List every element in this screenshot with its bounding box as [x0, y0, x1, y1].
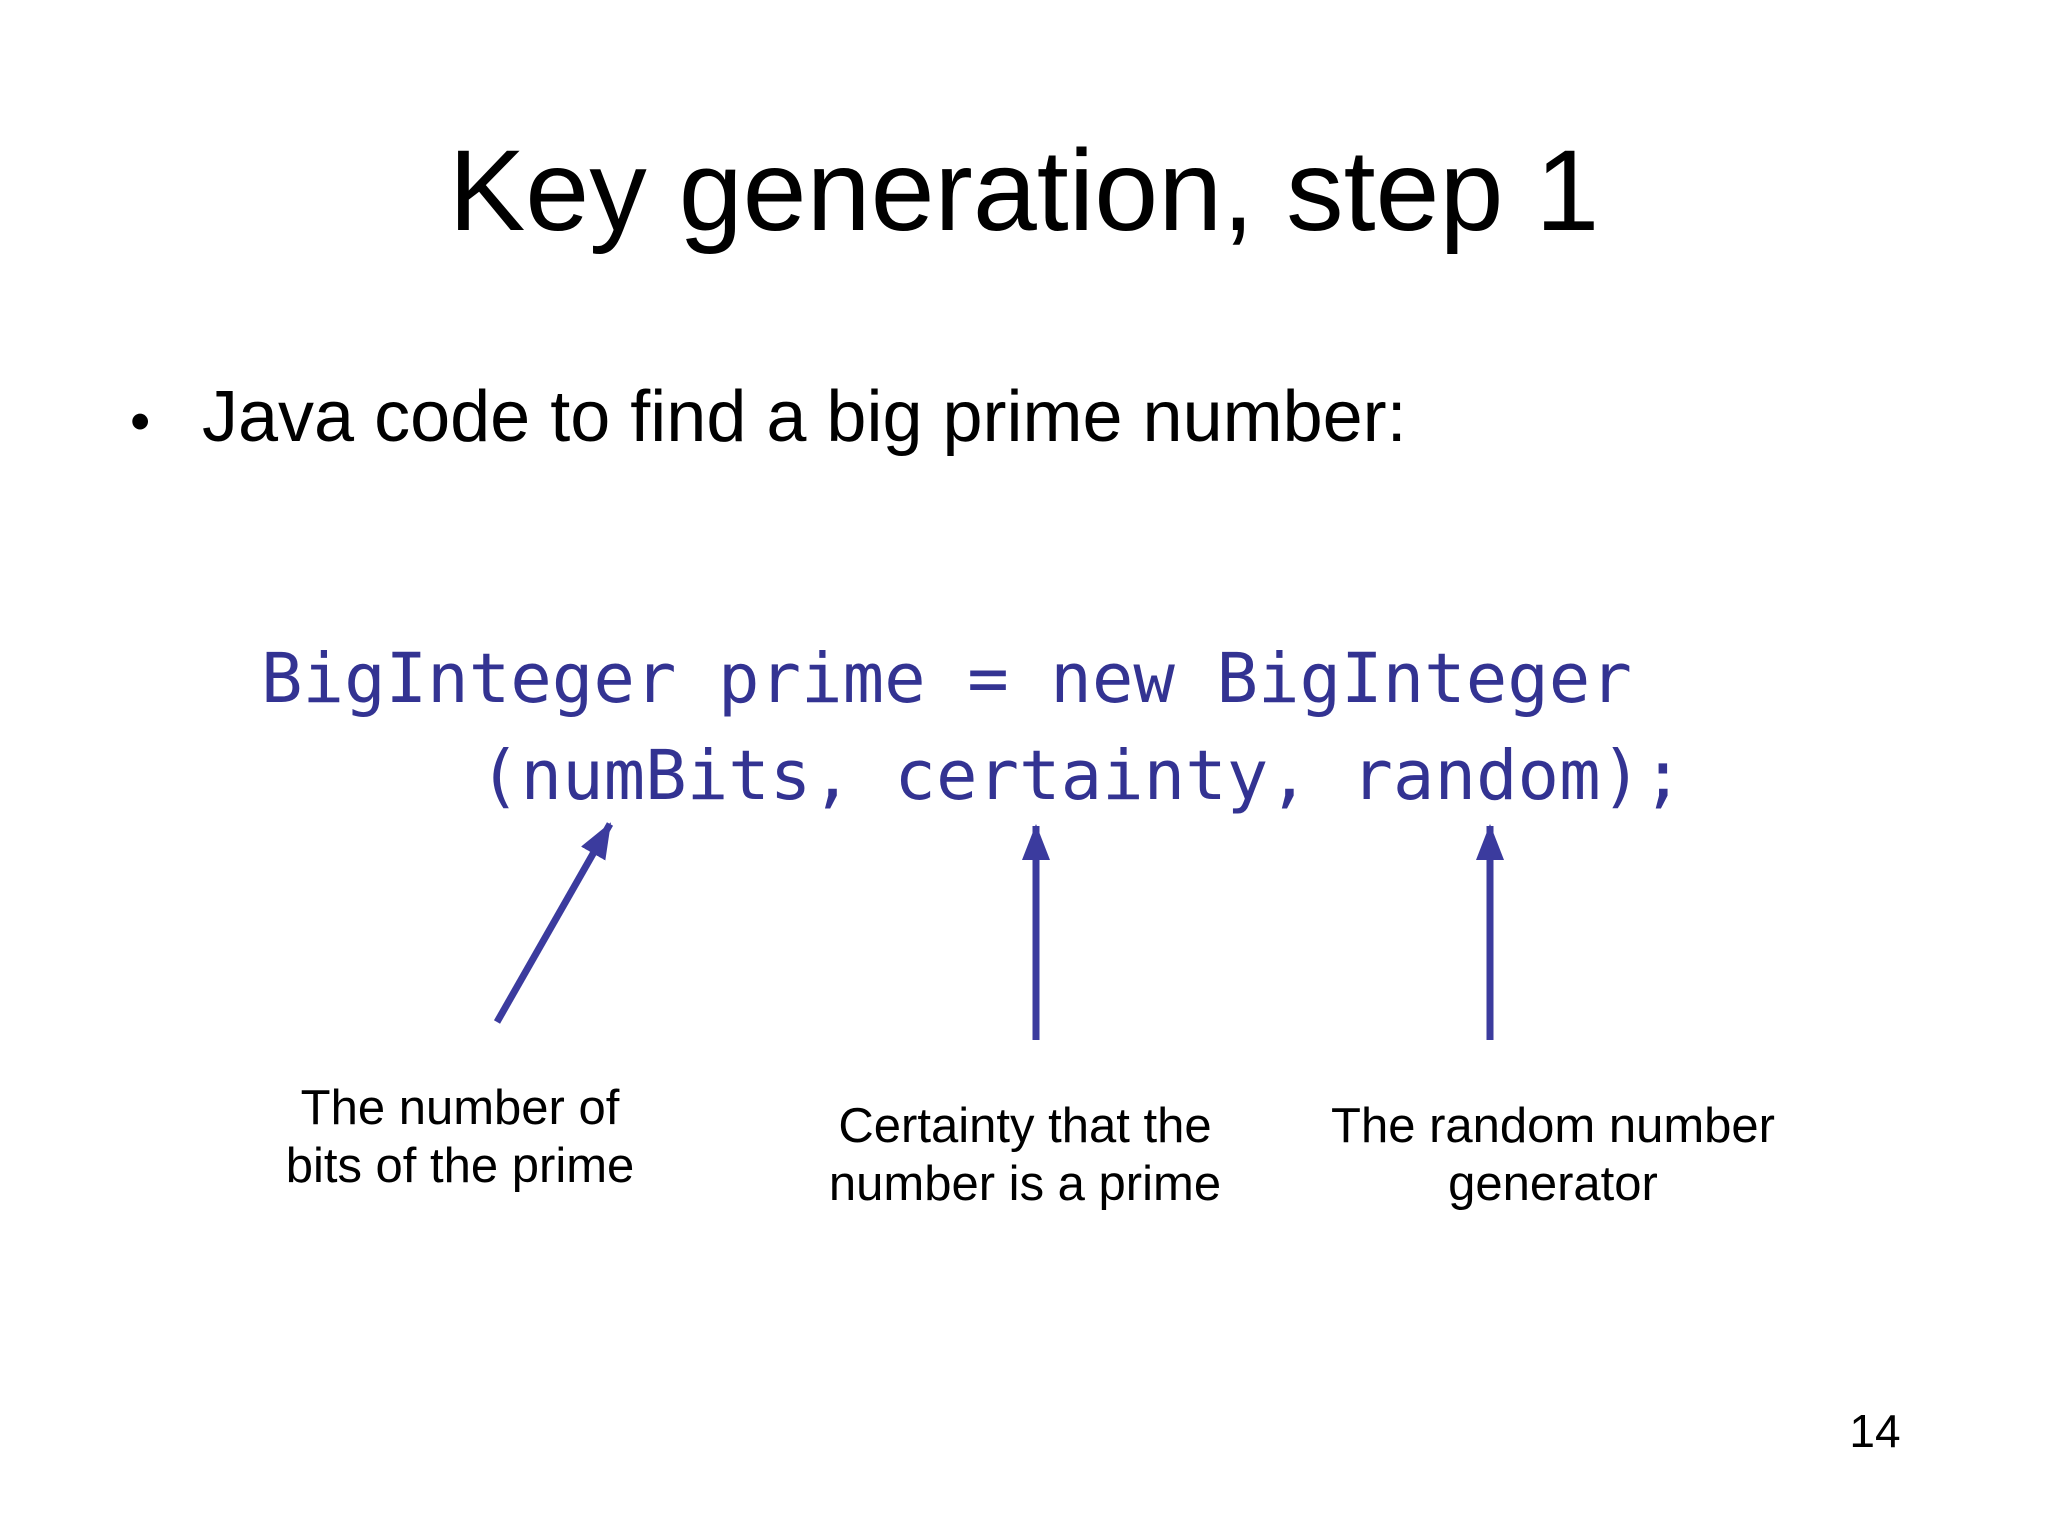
caption-random: The random number generator [1303, 1098, 1803, 1214]
caption-certainty-line2: number is a prime [828, 1156, 1222, 1211]
bullet-text: Java code to find a big prime number: [202, 377, 1407, 457]
caption-random-line2: generator [1448, 1156, 1658, 1211]
bullet-line: • Java code to find a big prime number: [130, 376, 1407, 459]
caption-certainty: Certainty that the number is a prime [775, 1098, 1275, 1214]
slide-title: Key generation, step 1 [448, 127, 1600, 255]
code-line-1: BigInteger prime = new BigInteger [261, 639, 1632, 719]
bullet-marker: • [130, 389, 151, 454]
caption-numbits-line1: The number of [300, 1081, 620, 1135]
code-line-2: (numBits, certainty, random); [479, 736, 1684, 816]
caption-random-line1: The random number [1331, 1099, 1775, 1153]
arrow-numbits-icon [493, 822, 614, 1024]
caption-numbits-line2: bits of the prime [285, 1138, 635, 1193]
caption-numbits: The number of bits of the prime [210, 1080, 710, 1196]
page-number: 14 [1849, 1405, 1901, 1457]
caption-certainty-line1: Certainty that the [838, 1099, 1212, 1153]
